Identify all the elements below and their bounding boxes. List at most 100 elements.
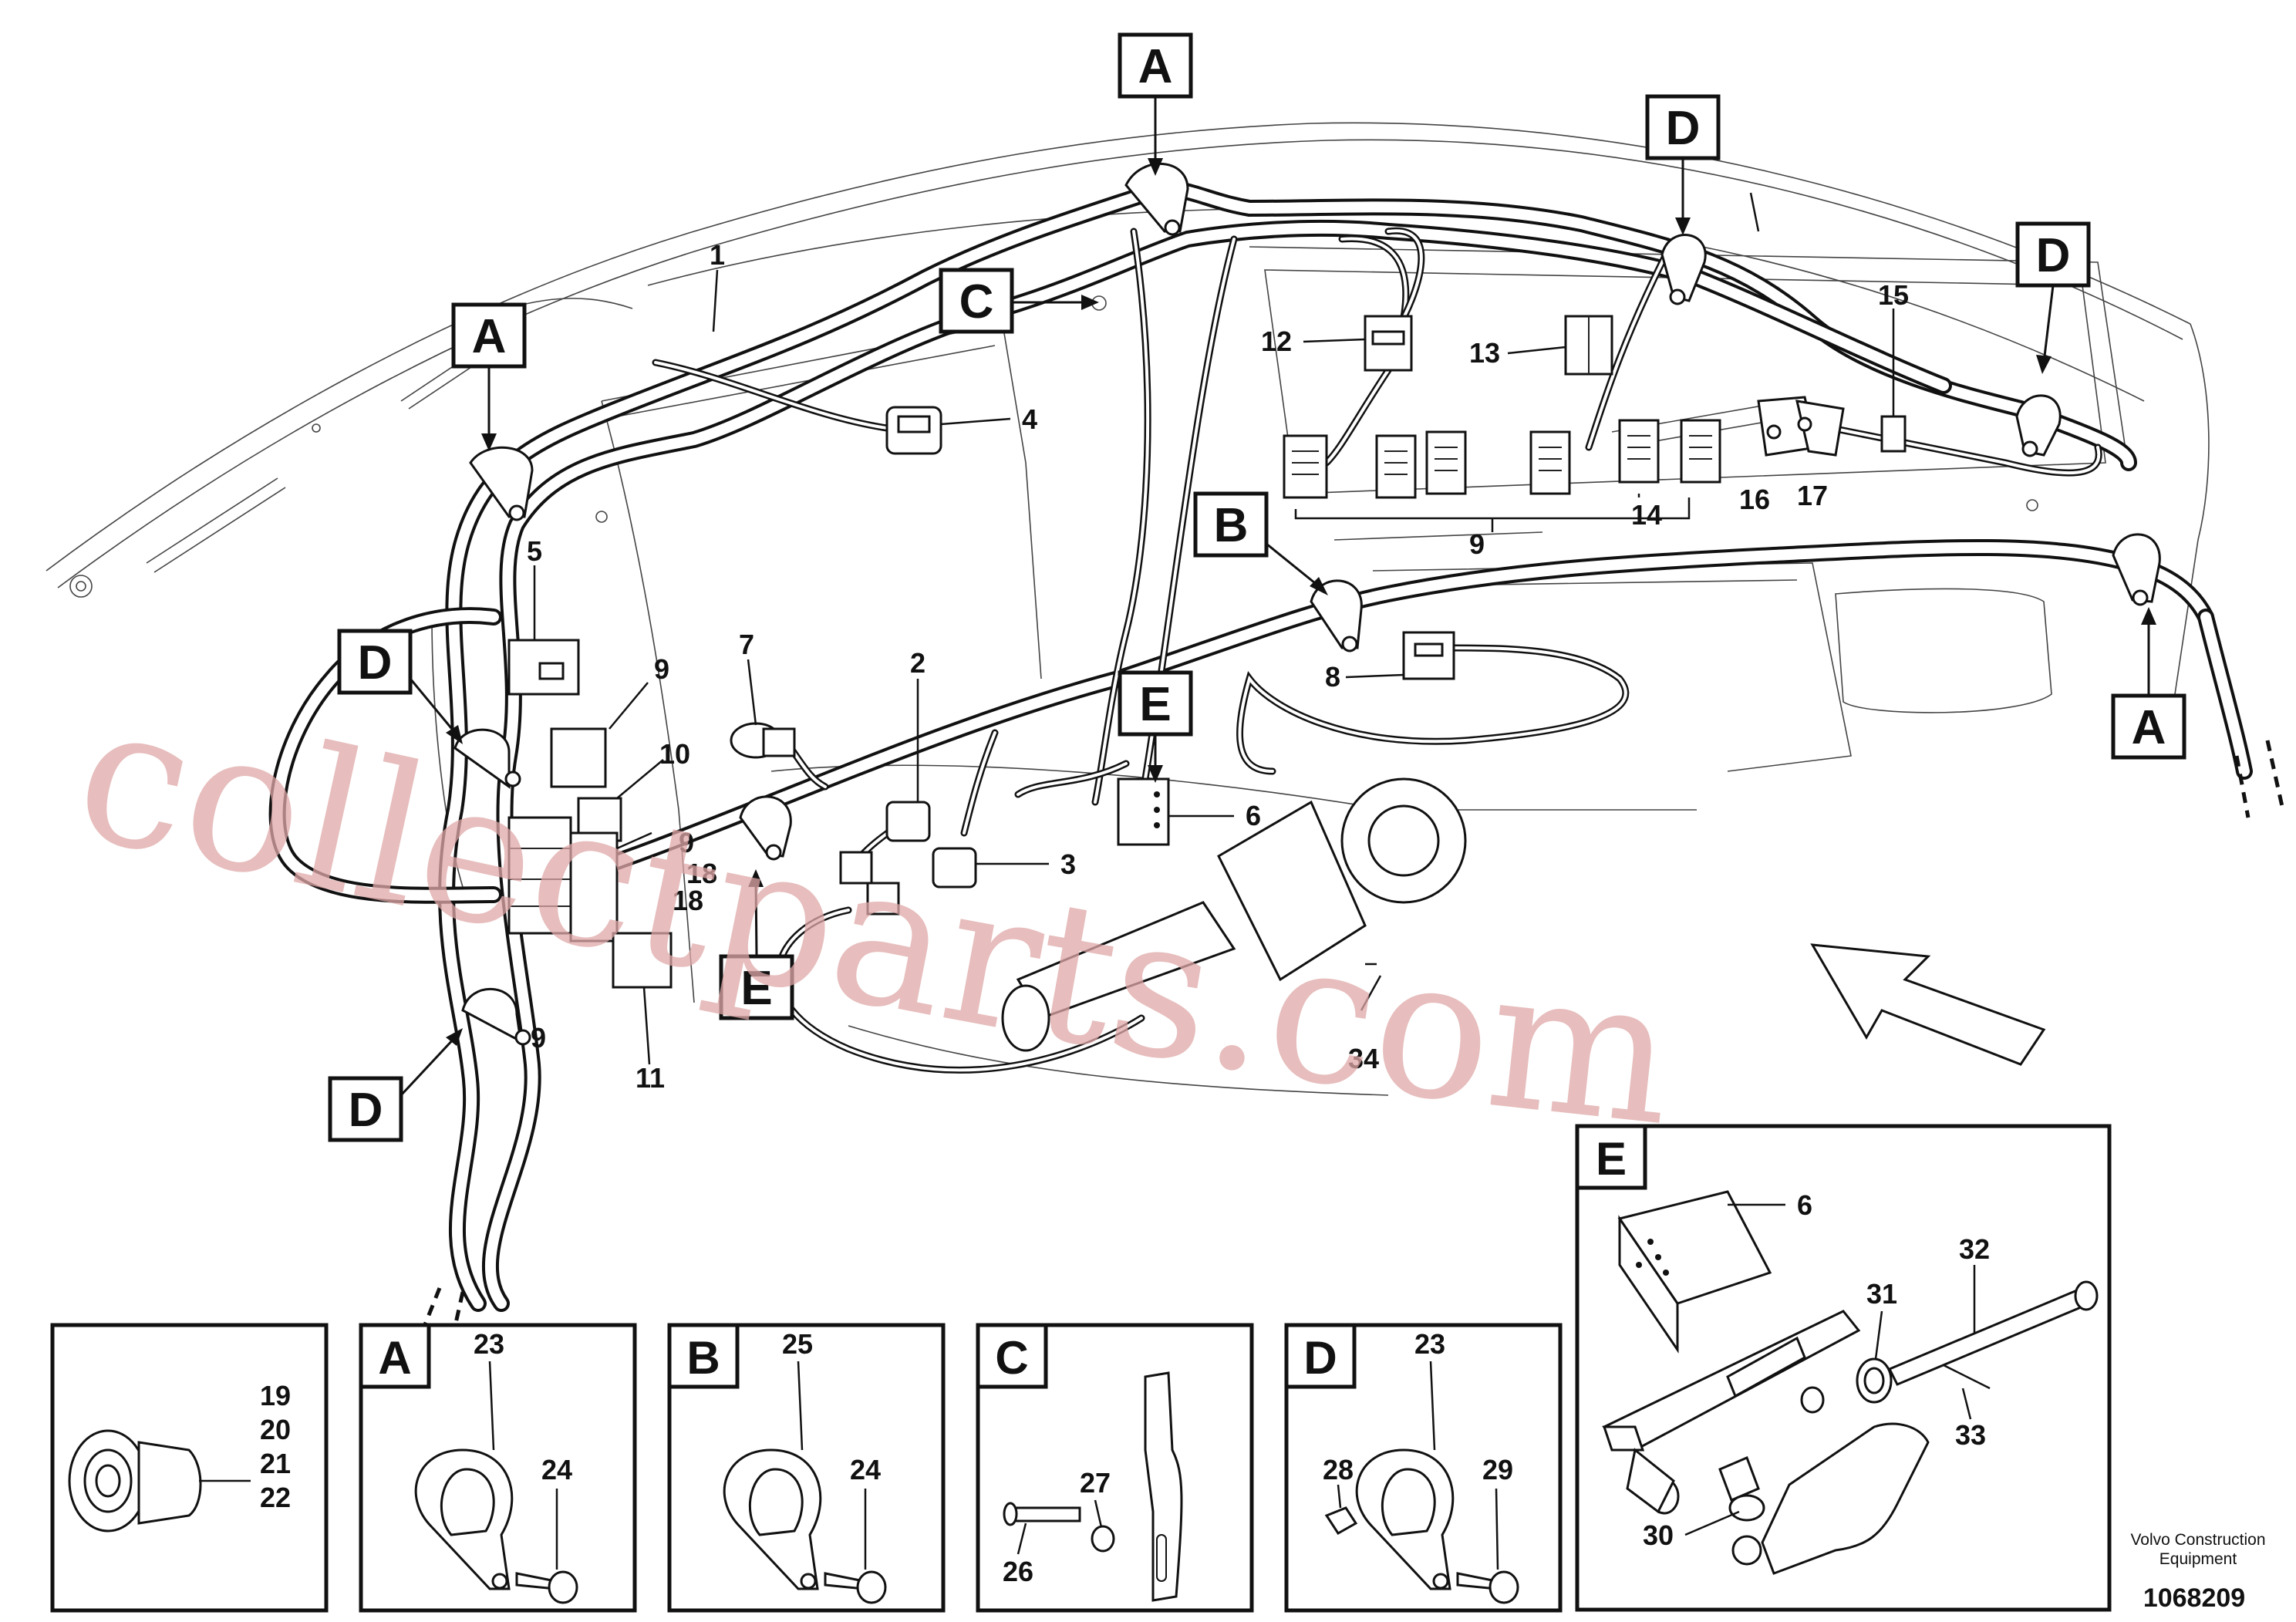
callout-18-a: 18	[686, 858, 717, 889]
main-harness	[268, 180, 2285, 1327]
inset-b-num-24: 24	[850, 1454, 881, 1485]
svg-text:A: A	[378, 1332, 411, 1384]
clamp-e	[739, 795, 792, 861]
drawing-number: 1068209	[2143, 1583, 2245, 1613]
clamp-a1	[469, 446, 534, 521]
connector-4	[885, 406, 942, 455]
inset-c-num-26: 26	[1003, 1556, 1033, 1587]
callout-34: 34	[1348, 1043, 1379, 1074]
ref-box-a-top: A	[1118, 32, 1193, 176]
plug-num-22: 22	[260, 1482, 291, 1513]
inset-e-num-30: 30	[1643, 1519, 1674, 1551]
ref-box-d-left: D	[337, 629, 463, 744]
svg-text:A: A	[1138, 40, 1173, 93]
cab-outline	[46, 122, 2210, 1096]
connector-5	[507, 639, 580, 696]
clamp-d2	[2015, 394, 2062, 457]
ref-box-a-left: A	[451, 302, 527, 451]
callout-16: 16	[1739, 484, 1770, 515]
callout-9-b: 9	[679, 827, 694, 858]
clamp-d1	[1660, 234, 1707, 305]
watermark: collectparts.com	[59, 658, 1684, 1168]
inset-b: B 25 24	[667, 1323, 946, 1613]
connector-15	[1880, 415, 1907, 453]
callout-1: 1	[710, 239, 725, 271]
inset-d-num-28: 28	[1323, 1454, 1354, 1485]
callout-17: 17	[1797, 480, 1828, 511]
callout-3: 3	[1060, 848, 1076, 880]
inset-e-num-32: 32	[1959, 1233, 1990, 1265]
callout-4: 4	[1022, 403, 1037, 435]
inset-e-num-31: 31	[1866, 1278, 1897, 1310]
callout-18-b: 18	[673, 885, 703, 916]
connector-6	[1117, 777, 1170, 846]
svg-text:D: D	[1303, 1332, 1337, 1384]
direction-arrow	[1810, 943, 2046, 1066]
inset-d-num-23: 23	[1414, 1328, 1445, 1360]
credit-block: Volvo Construction Equipment 1068209	[2130, 1531, 2265, 1613]
callout-7: 7	[739, 629, 754, 660]
connectors	[507, 315, 1907, 1052]
credit-line-2: Equipment	[2159, 1550, 2237, 1568]
harness-clamps	[453, 162, 2161, 1046]
plug-num-21: 21	[260, 1448, 291, 1479]
callout-12: 12	[1261, 325, 1292, 357]
ref-box-d-top: D	[1645, 94, 1721, 235]
ref-box-c: C	[939, 268, 1099, 334]
callout-10: 10	[659, 738, 690, 770]
callout-6: 6	[1246, 800, 1261, 831]
fuse-holder-16-17	[1757, 396, 1845, 457]
ref-box-b: B	[1193, 491, 1328, 595]
connector-12	[1364, 315, 1413, 372]
main-callout-numbers: 1 2 3 4 5 6 7 8 9 9 9 9 10 11 12 13 14 1…	[527, 239, 1909, 1094]
inset-e-num-33: 33	[1955, 1419, 1986, 1451]
svg-text:C: C	[959, 275, 994, 329]
svg-text:B: B	[686, 1332, 720, 1384]
svg-text:D: D	[2036, 229, 2071, 282]
inset-e-num-6: 6	[1797, 1189, 1812, 1221]
callout-9-d: 9	[1469, 528, 1485, 560]
svg-text:E: E	[740, 962, 772, 1015]
svg-text:A: A	[472, 310, 507, 363]
svg-text:A: A	[2132, 701, 2166, 754]
leader-lines	[533, 192, 1895, 1065]
connector-9-left	[550, 727, 607, 788]
inset-d-num-29: 29	[1482, 1454, 1513, 1485]
inset-c-num-27: 27	[1080, 1467, 1111, 1499]
inset-c: C 27 26	[976, 1323, 1254, 1613]
clamp-a3	[2112, 533, 2161, 606]
plug-num-20: 20	[260, 1414, 291, 1445]
clamp-a2	[1124, 162, 1189, 236]
callout-8: 8	[1325, 661, 1340, 693]
callout-2: 2	[910, 647, 925, 679]
callout-9-a: 9	[654, 653, 669, 685]
callout-9-c: 9	[531, 1022, 546, 1054]
connector-7	[730, 722, 796, 759]
svg-text:C: C	[995, 1332, 1028, 1384]
ref-box-e-bottom: E	[719, 869, 794, 1020]
ref-box-e-top: E	[1118, 670, 1193, 783]
callout-5: 5	[527, 535, 542, 567]
svg-text:D: D	[349, 1084, 383, 1137]
connector-11	[612, 932, 673, 989]
callout-11: 11	[636, 1062, 665, 1094]
inset-a: A 23 24	[359, 1323, 637, 1613]
callout-15: 15	[1878, 279, 1909, 311]
credit-line-1: Volvo Construction	[2130, 1531, 2265, 1549]
connector-8	[1402, 631, 1455, 680]
reference-boxes: A A C D D B	[328, 32, 2186, 1142]
cable-lug-34	[1001, 777, 1467, 1052]
callout-14: 14	[1631, 499, 1662, 531]
inset-b-num-25: 25	[782, 1328, 813, 1360]
svg-text:E: E	[1139, 678, 1171, 731]
callout-13: 13	[1469, 337, 1500, 369]
plug-num-19: 19	[260, 1380, 291, 1411]
connector-13	[1564, 315, 1613, 376]
ref-box-a-right: A	[2111, 607, 2186, 760]
relay-row-9	[1283, 419, 1721, 499]
ref-box-d-bottom: D	[328, 1028, 463, 1142]
clamp-d4	[461, 988, 531, 1046]
connector-3	[839, 847, 977, 916]
inset-d: D 23 28 29	[1284, 1323, 1563, 1613]
